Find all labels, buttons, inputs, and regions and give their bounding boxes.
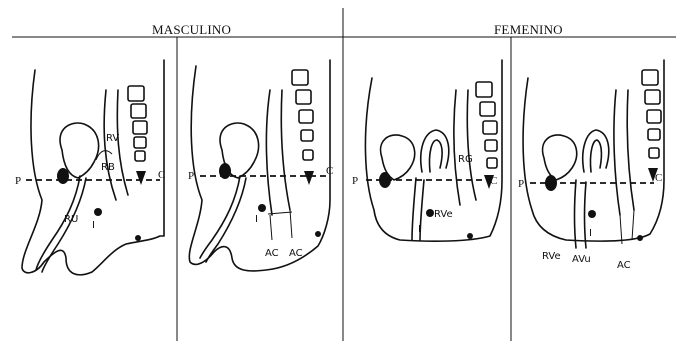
label-rg: RG <box>458 154 473 165</box>
panel-4: P C I RVe AVu AC <box>518 60 664 271</box>
rectum <box>614 90 634 215</box>
label-i: I <box>589 228 592 239</box>
label-i: I <box>418 224 421 235</box>
panel-1: P C RV RB RU I <box>15 60 165 275</box>
rectum <box>104 90 128 200</box>
label-i: I <box>255 214 258 225</box>
uterus <box>421 130 449 172</box>
rectum <box>454 90 476 205</box>
label-c: C <box>490 175 497 187</box>
body-outline <box>22 60 164 275</box>
urethra <box>200 176 246 262</box>
label-ac: AC <box>617 260 631 271</box>
urethra <box>36 176 86 272</box>
uterus <box>583 130 609 172</box>
vagina <box>575 180 587 248</box>
label-ac-2: AC <box>289 248 303 259</box>
label-avu: AVu <box>572 254 591 265</box>
panel-2: P C I AC AC <box>188 60 333 271</box>
bladder <box>543 135 577 180</box>
label-p: P <box>15 175 21 187</box>
label-p: P <box>188 170 194 182</box>
header-femenino: FEMENINO <box>494 22 563 38</box>
label-c: C <box>655 172 662 184</box>
label-rb: RB <box>101 162 115 173</box>
label-p: P <box>518 178 524 190</box>
spine <box>642 70 661 182</box>
coccyx <box>136 171 146 185</box>
panel-3: P C RG RVe I <box>352 60 502 241</box>
label-rv: RV <box>106 133 119 144</box>
spine <box>476 82 497 189</box>
body-outline <box>189 60 330 271</box>
label-ru: RU <box>64 214 78 225</box>
label-c: C <box>326 165 333 177</box>
spine <box>128 86 147 185</box>
label-rve: RVe <box>542 251 561 262</box>
label-rve: RVe <box>434 209 453 220</box>
pubis <box>57 168 69 184</box>
rectum <box>266 90 290 215</box>
spine <box>292 70 314 185</box>
label-p: P <box>352 175 358 187</box>
anal-canal <box>620 210 634 244</box>
header-masculino: MASCULINO <box>152 22 231 38</box>
label-c: C <box>158 169 165 181</box>
label-i: I <box>92 220 95 231</box>
ischium-dot <box>94 208 102 216</box>
label-ac-1: AC <box>265 248 279 259</box>
